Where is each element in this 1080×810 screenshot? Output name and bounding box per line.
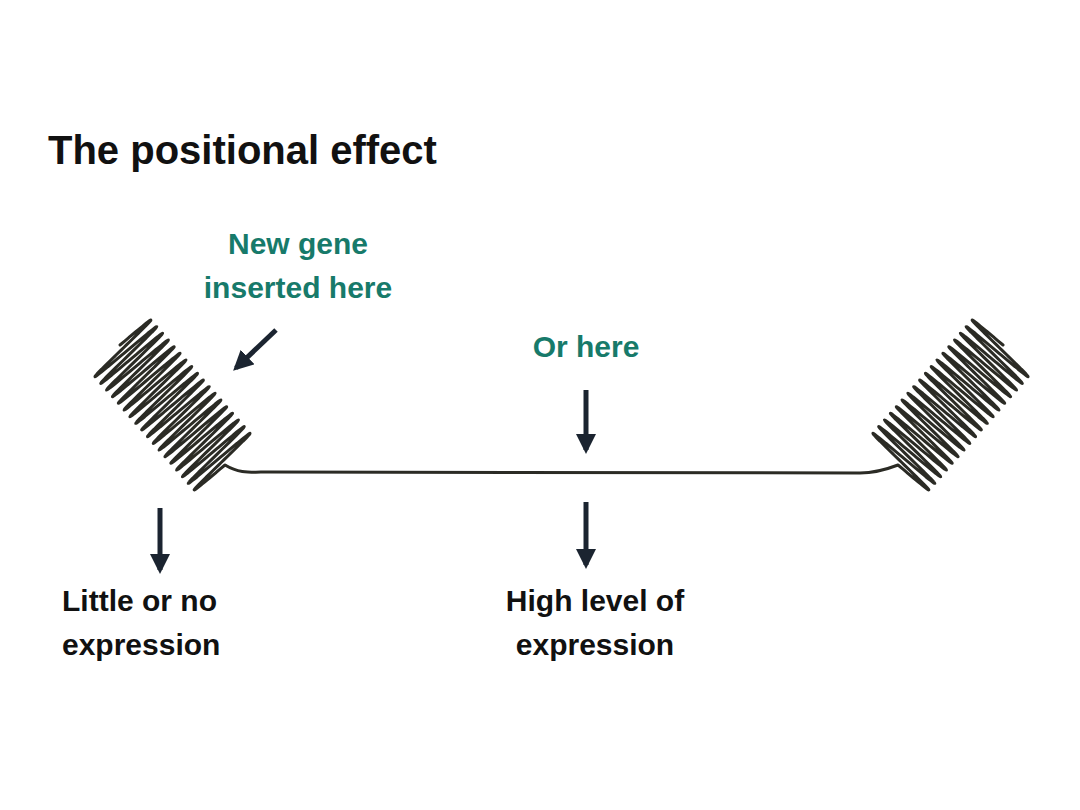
- dna-strand: [225, 465, 898, 473]
- pointer-arrow: [584, 390, 589, 450]
- expression-label: High level of expression: [470, 579, 720, 667]
- result-arrow: [584, 502, 589, 565]
- result-arrow: [158, 508, 163, 570]
- pointer-arrow: [236, 330, 276, 368]
- diagram-title: The positional effect: [48, 128, 437, 173]
- insertion-label: New gene inserted here: [178, 222, 418, 310]
- insertion-label: Or here: [486, 325, 686, 369]
- expression-label: Little or no expression: [62, 579, 292, 667]
